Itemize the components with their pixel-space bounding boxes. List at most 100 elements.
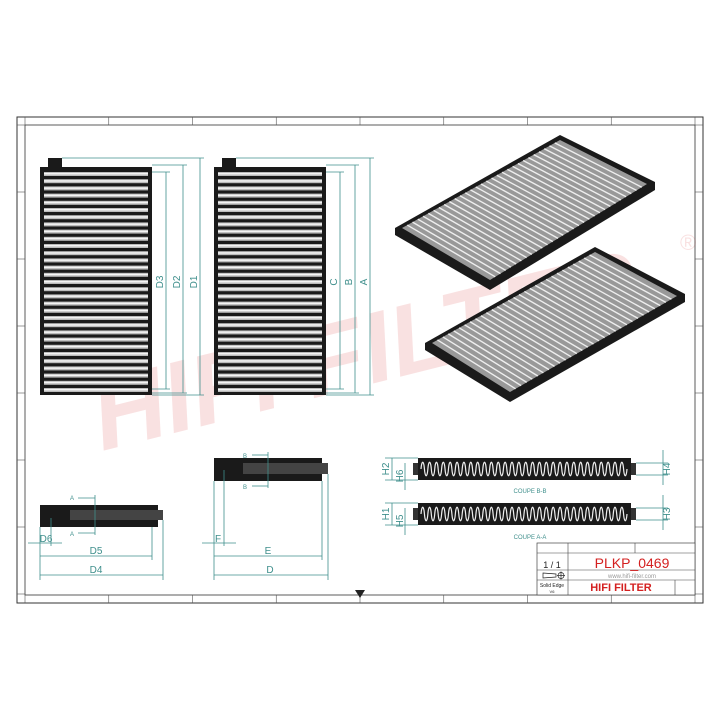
pleat (554, 142, 643, 188)
pleat (533, 154, 622, 201)
dim-D6: D6 (40, 534, 53, 545)
pleat (567, 266, 650, 313)
pleat (438, 206, 527, 259)
pleat (549, 145, 637, 192)
front-view-1: D3 D2 D1 (40, 157, 204, 396)
dim-D: D (266, 565, 273, 576)
part-number: PLKP_0469 (595, 555, 670, 571)
software: Solid Edge (540, 583, 564, 589)
svg-text:COUPE A-A: COUPE A-A (514, 535, 547, 541)
pleat (422, 215, 512, 268)
pleat (485, 180, 575, 230)
dim-D4: D4 (90, 565, 103, 576)
dim-C: C (329, 278, 340, 285)
pleat (454, 198, 543, 249)
pleat (578, 260, 661, 307)
pleat (437, 339, 516, 390)
pleat (470, 189, 559, 240)
dim-H6: H6 (395, 469, 406, 482)
pleat (543, 148, 632, 195)
pleat (443, 203, 533, 256)
side-view-1: A A D6 D5 D4 (28, 495, 164, 580)
pleat (562, 269, 644, 316)
pleat (589, 254, 672, 300)
dim-D3: D3 (155, 275, 166, 288)
pleat (458, 327, 539, 377)
pleat (583, 257, 667, 304)
pleat (464, 192, 554, 243)
center-arrow-mark (355, 590, 365, 598)
pleat (545, 278, 628, 326)
pleat (507, 299, 589, 348)
pleat (534, 284, 617, 332)
pleat (524, 290, 605, 339)
pleat (469, 321, 550, 371)
pleat (538, 151, 627, 198)
pleat (453, 330, 533, 380)
pleat (551, 275, 633, 323)
pleat (480, 183, 569, 233)
brand: HIFI FILTER (590, 582, 652, 594)
pleat (496, 174, 585, 224)
pleat (529, 287, 611, 336)
pleat (513, 296, 594, 345)
svg-text:B: B (243, 454, 247, 460)
svg-text:COUPE B-B: COUPE B-B (513, 489, 546, 495)
pleat (491, 309, 572, 358)
pleat (417, 218, 507, 272)
pleat (427, 212, 517, 265)
dim-B: B (344, 278, 355, 285)
side-view-2: B B F E D (202, 452, 329, 580)
dim-D1: D1 (189, 275, 200, 288)
pleat (475, 318, 555, 367)
svg-text:A: A (70, 496, 74, 502)
projection-symbol-icon (542, 571, 565, 580)
pleat (540, 281, 622, 329)
svg-text:®: ® (680, 230, 696, 255)
pleat (406, 224, 496, 278)
pleat (501, 171, 590, 220)
pleat (572, 263, 656, 310)
pleat (459, 195, 548, 246)
pleat (485, 312, 567, 361)
pleat (412, 221, 501, 275)
dim-H3: H3 (662, 507, 673, 520)
dim-A: A (359, 278, 370, 285)
front-view-2: C B A (214, 157, 374, 396)
title-block: 1 / 1 PLKP_0469 www.hifi-filter.com Soli… (536, 542, 696, 596)
svg-text:B: B (243, 485, 247, 491)
pleat (512, 165, 601, 214)
pleat (502, 302, 583, 352)
pleat (442, 336, 522, 387)
pleat (528, 156, 616, 204)
pleat (556, 272, 639, 320)
dim-H5: H5 (395, 514, 406, 527)
dim-F: F (215, 534, 221, 545)
pleat (449, 200, 538, 252)
frame-ruler-ticks (17, 117, 703, 603)
svg-text:A: A (70, 532, 74, 538)
svg-text:V6: V6 (550, 589, 556, 594)
pleat (496, 305, 578, 355)
pleat (507, 168, 595, 217)
pleat (475, 186, 564, 236)
dim-D5: D5 (90, 546, 103, 557)
dim-H2: H2 (381, 462, 392, 475)
website: www.hifi-filter.com (607, 574, 656, 580)
pleat (491, 177, 580, 227)
pleat (447, 333, 528, 383)
scale: 1 / 1 (543, 560, 561, 570)
section-b-b: COUPE B-B H2 H6 H4 (381, 450, 673, 495)
dim-H4: H4 (662, 462, 673, 475)
section-a-a: COUPE A-A H1 H5 H3 (381, 495, 673, 541)
dim-H1: H1 (381, 507, 392, 520)
pleat (522, 159, 611, 208)
dim-D2: D2 (172, 275, 183, 288)
pleat (517, 162, 606, 211)
pleat (464, 324, 544, 374)
pleat (480, 315, 561, 364)
pleat (433, 209, 522, 262)
dim-E: E (265, 546, 272, 557)
pleat (518, 293, 600, 342)
